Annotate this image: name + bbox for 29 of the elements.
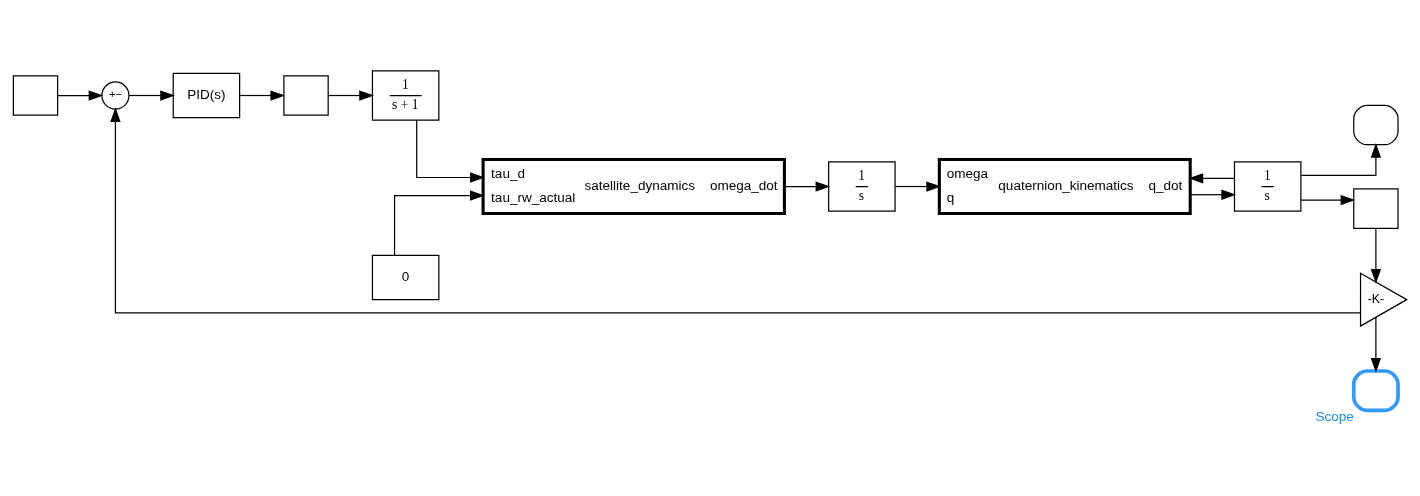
arrow — [1370, 227, 1382, 284]
arrow — [328, 90, 375, 101]
arrow — [1300, 143, 1382, 177]
arrow — [784, 181, 831, 192]
node-box — [1351, 369, 1400, 413]
arrow — [1188, 173, 1235, 184]
node-box: 1 s + 1 — [371, 70, 440, 121]
node-box — [1353, 104, 1399, 146]
arrow — [110, 107, 1362, 314]
node-box: 1 s — [1233, 161, 1302, 212]
arrow — [393, 190, 485, 256]
arrow — [894, 181, 942, 192]
arrow — [1189, 189, 1237, 200]
node-box: tau_d satellite_dynamics omega_dot tau_rw_actual — [481, 157, 786, 216]
arrow — [1300, 194, 1356, 206]
node-circle: +− — [101, 81, 130, 110]
arrow — [239, 90, 286, 101]
node-box: 1 s — [828, 161, 896, 212]
node-box: PID(s) — [172, 72, 241, 119]
node-box: omega quaternion_kinematics q_dot q — [937, 157, 1192, 216]
node-label: Scope — [1315, 409, 1354, 425]
arrow — [1370, 317, 1382, 373]
node-box — [283, 75, 329, 116]
node-box: 0 — [371, 254, 440, 301]
node-box — [12, 75, 59, 116]
node-box — [1353, 188, 1399, 229]
arrow — [57, 90, 104, 101]
arrow — [416, 119, 485, 183]
arrow — [128, 90, 176, 101]
